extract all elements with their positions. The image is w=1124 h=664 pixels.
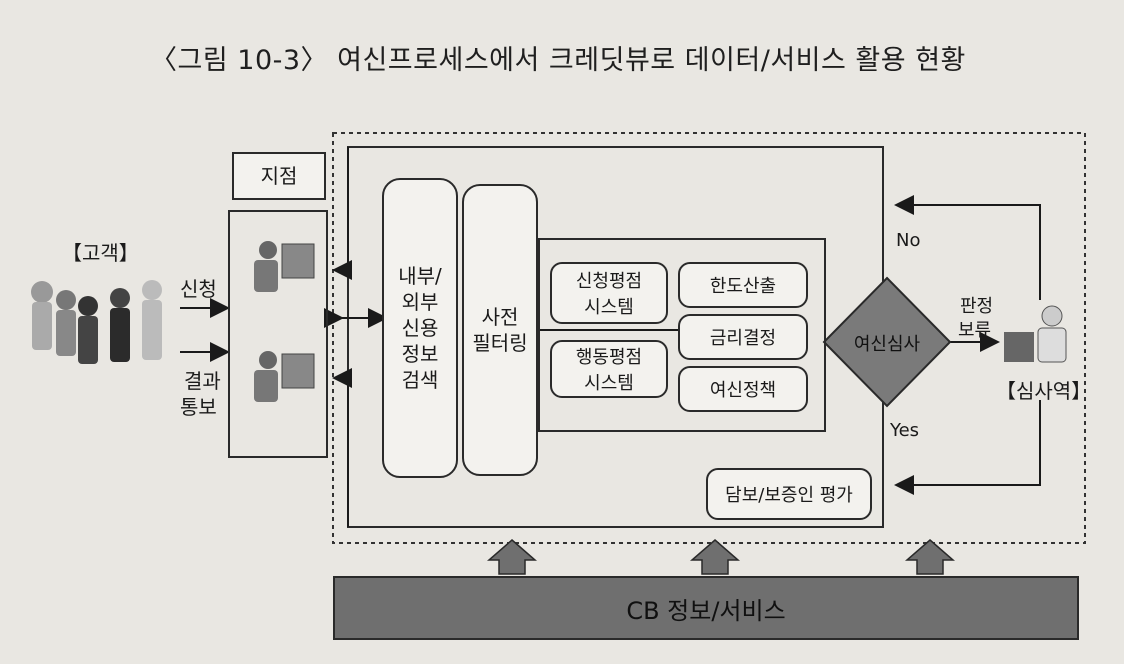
- cb-up-arrow-3: [904, 539, 956, 575]
- branch-top-feed: [332, 147, 352, 280]
- pre-filter-column: 사전 필터링: [462, 184, 538, 476]
- apply-label: 신청: [180, 277, 217, 301]
- info-search-column: 내부/ 외부 신용 정보 검색: [382, 178, 458, 478]
- branch-label: 지점: [260, 163, 298, 188]
- decision-label: 여신심사: [853, 334, 921, 355]
- yes-return-line: [894, 400, 1041, 495]
- rate-decision: 금리결정: [678, 314, 808, 360]
- hold-label-line1: 판정: [960, 296, 994, 317]
- systems-frame: [538, 238, 826, 432]
- notify-label-line2: 통보: [180, 395, 217, 419]
- decision-yes-label: Yes: [890, 420, 920, 441]
- notify-label-line1: 결과: [184, 369, 221, 393]
- reviewer-illustration: [1004, 305, 1067, 363]
- credit-policy: 여신정책: [678, 366, 808, 412]
- figure-title: 〈그림 10-3〉 여신프로세스에서 크레딧뷰로 데이터/서비스 활용 현황: [150, 45, 966, 76]
- branch-bottom-feed: [332, 368, 352, 527]
- reviewer-label: 【심사역】: [996, 379, 1092, 403]
- limit-calculation: 한도산출: [678, 262, 808, 308]
- cb-up-arrow-1: [486, 539, 538, 575]
- cb-up-arrow-2: [689, 539, 741, 575]
- branch-worker-illustration-1: [254, 241, 315, 292]
- branch-label-box: 지점: [232, 152, 326, 200]
- no-return-line: [894, 195, 1041, 300]
- customer-label: 【고객】: [62, 241, 139, 265]
- collateral-evaluation: 담보/보증인 평가: [706, 468, 872, 520]
- cb-label: CB 정보/서비스: [626, 596, 786, 625]
- branch-workspace-box: [228, 210, 328, 458]
- cb-info-service-bar: CB 정보/서비스: [333, 576, 1079, 640]
- behavior-score-system: 행동평점 시스템: [550, 340, 668, 398]
- customer-people-illustration: [31, 280, 162, 364]
- branch-worker-illustration-2: [254, 351, 315, 402]
- hold-label-line2: 보류: [958, 320, 992, 341]
- dotted-frame: [332, 132, 1086, 544]
- application-score-system: 신청평점 시스템: [550, 262, 668, 324]
- decision-diamond: [822, 276, 952, 408]
- decision-no-label: No: [896, 230, 921, 251]
